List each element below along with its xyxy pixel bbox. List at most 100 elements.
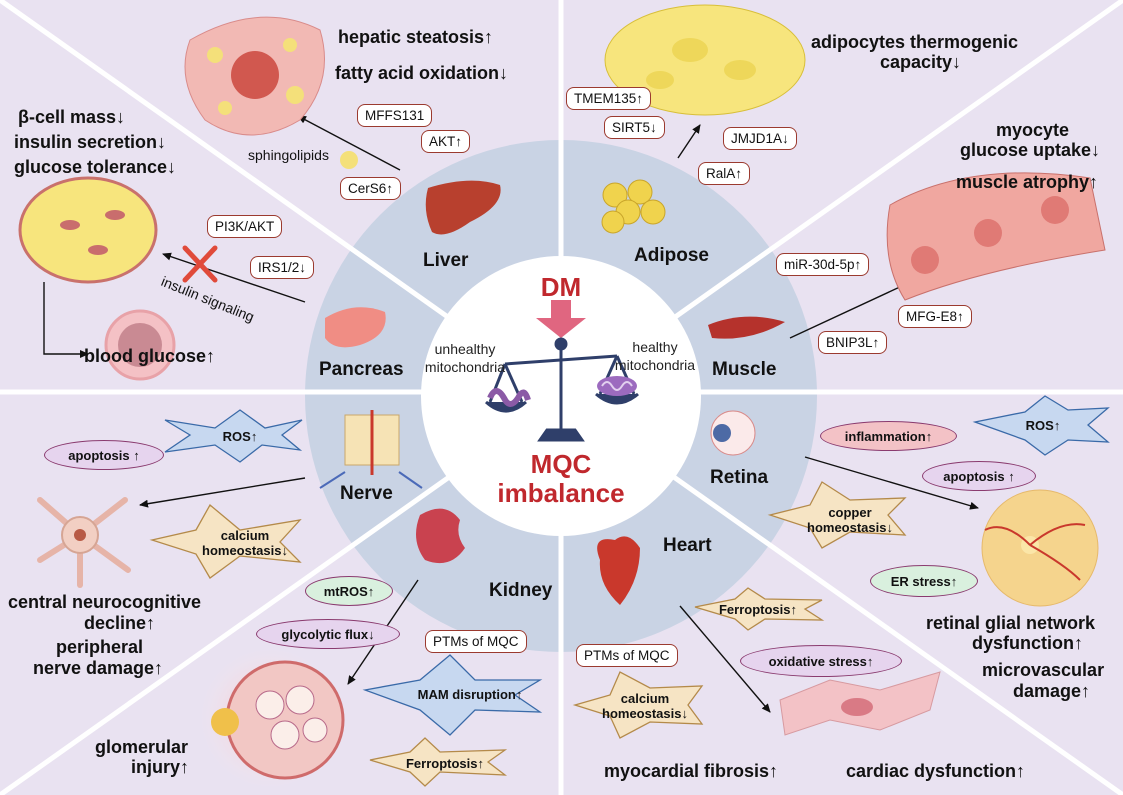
cardiomyocyte-illustration: [779, 671, 941, 736]
adipose-pill-rala: RalA↑: [698, 162, 751, 185]
muscle-outcome-myocyte: myocyte: [996, 120, 1070, 140]
healthy-mitochondria-icon: [597, 376, 637, 396]
dm-arrow: [536, 300, 586, 338]
muscle-fiber-illustration: [886, 172, 1106, 301]
retina-er-stress-ellipse: ER stress↑: [870, 565, 978, 597]
glomerulus-illustration: [200, 648, 345, 788]
heart-oxidative-ellipse: oxidative stress↑: [740, 645, 902, 677]
nerve-calcium-star: [149, 503, 302, 579]
retina-copper-label: copper homeostasis↓: [807, 505, 893, 535]
kidney-ferroptosis-label: Ferroptosis↑: [405, 755, 484, 771]
kidney-mtros-ellipse: mtROS↑: [305, 576, 393, 606]
organ-label-nerve: Nerve: [340, 483, 393, 504]
organ-label-kidney: Kidney: [489, 580, 553, 601]
adipocyte-illustration: [604, 4, 806, 116]
pancreas-outcome-beta-cell: β-cell mass↓: [18, 107, 126, 127]
kidney-mam-label: MAM disruption↑: [417, 686, 523, 702]
imbalance-label: imbalance: [497, 478, 625, 508]
kidney-ferroptosis-star: [369, 737, 508, 787]
heart-ferroptosis-label: Ferroptosis↑: [718, 601, 797, 617]
neuron-illustration: [37, 497, 131, 588]
nerve-outcome-peripheral: peripheral: [56, 637, 144, 657]
liver-cell-illustration: [184, 16, 325, 136]
nerve-outcome-decline: decline↑: [84, 613, 156, 633]
organ-label-pancreas: Pancreas: [319, 359, 404, 380]
nerve-apoptosis-ellipse: apoptosis ↑: [44, 440, 164, 470]
nerve-icon: [319, 410, 423, 489]
eye-icon: [710, 410, 756, 456]
pancreas-outcome-blood-glucose: blood glucose↑: [84, 346, 216, 366]
organ-label-liver: Liver: [423, 250, 469, 271]
pancreas-outcome-glucose-tolerance: glucose tolerance↓: [14, 157, 177, 177]
heart-icon: [597, 536, 640, 605]
adipose-icon: [601, 179, 666, 234]
pancreas-pill-irs12: IRS1/2↓: [250, 256, 315, 279]
red-x-icon: [182, 245, 218, 283]
retina-outcome-microvascular: microvascular: [982, 660, 1105, 680]
organ-label-heart: Heart: [663, 535, 712, 556]
nerve-outcome-nerve-damage: nerve damage↑: [33, 658, 164, 678]
pancreas-icon: [325, 307, 386, 348]
retina-outcome-dysfunction: dysfunction↑: [972, 633, 1083, 653]
organ-label-adipose: Adipose: [634, 245, 709, 266]
retinal-fundus-illustration: [981, 489, 1099, 607]
sphingolipid-droplet: [340, 151, 358, 169]
adipose-pill-tmem135: TMEM135↑: [566, 87, 652, 110]
heart-ferroptosis-star: [694, 587, 825, 631]
unhealthy-mitochondria-icon: [487, 388, 531, 407]
muscle-pill-mfge8: MFG-E8↑: [898, 305, 972, 328]
retina-ros-star: [972, 395, 1110, 456]
retina-outcome-glial: retinal glial network: [926, 613, 1096, 633]
healthy-mitochondria-label: healthy mitochondria: [614, 339, 696, 373]
retina-ros-label: ROS↑: [1025, 417, 1061, 433]
pancreas-pill-pi3k-akt: PI3K/AKT: [207, 215, 283, 238]
liver-pill-mffs131: MFFS131: [357, 104, 433, 127]
muscle-icon: [708, 316, 785, 339]
pancreas-elbow-arrow: [43, 282, 89, 358]
nerve-outcome-neurocognitive: central neurocognitive: [8, 592, 202, 612]
adipose-pill-sirt5: SIRT5↓: [604, 116, 665, 139]
muscle-pill-bnip3l: BNIP3L↑: [818, 331, 888, 354]
muscle-outcome-glucose-uptake: glucose uptake↓: [960, 140, 1101, 160]
kidney-pill-ptms: PTMs of MQC: [425, 630, 527, 653]
kidney-glycolytic-ellipse: glycolytic flux↓: [256, 619, 400, 649]
liver-outcome-steatosis: hepatic steatosis↑: [338, 27, 494, 47]
unhealthy-mitochondria-label: unhealthy mitochondria: [424, 341, 506, 375]
retina-apoptosis-ellipse: apoptosis ↑: [922, 461, 1036, 491]
nerve-calcium-label: calcium homeostasis↓: [202, 528, 288, 558]
organ-label-retina: Retina: [710, 467, 769, 488]
heart-outcome-cardiac: cardiac dysfunction↑: [846, 761, 1026, 781]
adipose-outcome-capacity: capacity↓: [880, 52, 962, 72]
nerve-ros-label: ROS↑: [222, 428, 258, 444]
retina-inflammation-ellipse: inflammation↑: [820, 421, 957, 451]
star-shapes: [149, 395, 1110, 787]
liver-pill-akt: AKT↑: [421, 130, 471, 153]
kidney-outcome-glomerular: glomerular: [95, 737, 189, 757]
heart-pill-ptms: PTMs of MQC: [576, 644, 678, 667]
retina-copper-star: [767, 481, 907, 549]
pancreas-outcome-insulin-secretion: insulin secretion↓: [14, 132, 167, 152]
kidney-mam-star: [362, 654, 543, 736]
muscle-pill-mir30d: miR-30d-5p↑: [776, 253, 870, 276]
muscle-outcome-atrophy: muscle atrophy↑: [956, 172, 1099, 192]
kidney-outcome-injury: injury↑: [131, 757, 190, 777]
pancreas-islet-illustration: [18, 176, 158, 284]
liver-outcome-fatty-acid: fatty acid oxidation↓: [335, 63, 509, 83]
heart-calcium-star: [572, 671, 704, 739]
liver-pill-cers6: CerS6↑: [340, 177, 402, 200]
liver-sphingolipids-label: sphingolipids: [248, 147, 329, 163]
kidney-icon: [416, 508, 465, 564]
adipose-outcome-thermogenic: adipocytes thermogenic: [811, 32, 1019, 52]
heart-outcome-fibrosis: myocardial fibrosis↑: [604, 761, 779, 781]
liver-icon: [425, 180, 501, 235]
blood-vessel-illustration: [104, 309, 176, 381]
organ-label-muscle: Muscle: [712, 359, 777, 380]
mqc-label: MQC: [530, 449, 592, 479]
retina-outcome-damage: damage↑: [1013, 681, 1091, 701]
heart-calcium-label: calcium homeostasis↓: [602, 691, 688, 721]
nerve-ros-star: [164, 409, 303, 463]
dm-label: DM: [540, 272, 582, 302]
adipose-pill-jmjd1a: JMJD1A↓: [723, 127, 797, 150]
